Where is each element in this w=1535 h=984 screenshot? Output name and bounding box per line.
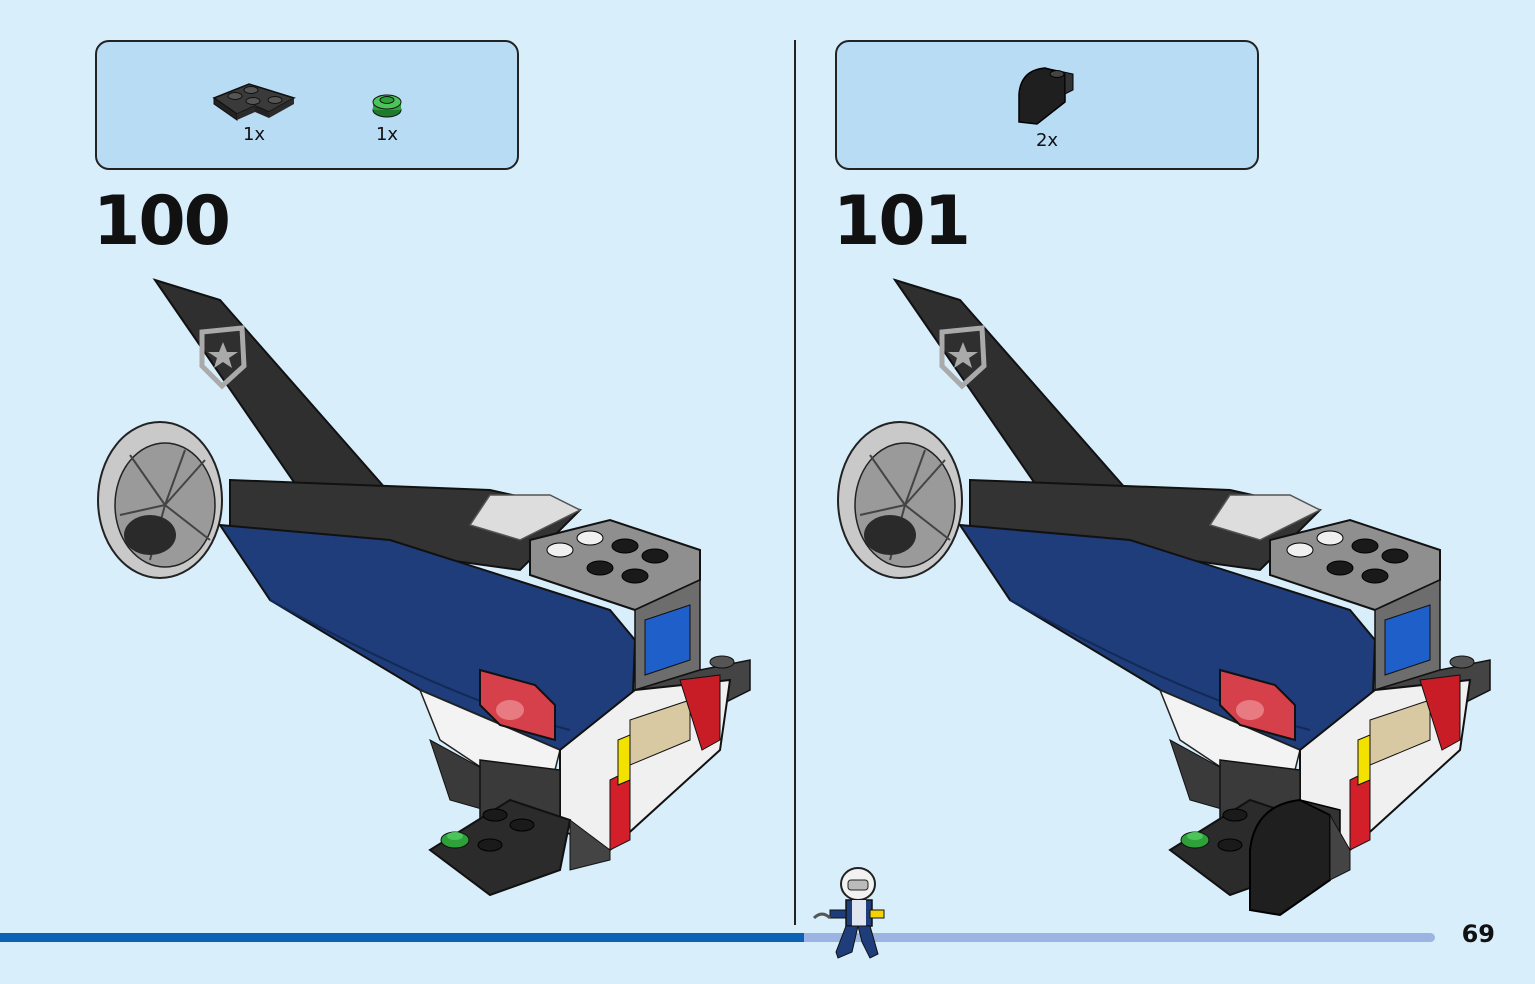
parts-callout-step-101: 2x [835,40,1259,170]
part-round-plate: 1x [367,88,407,145]
black-curved-slope-icon [1018,67,1074,125]
progress-fill [0,933,804,942]
green-round-plate-icon [372,94,402,118]
step-number: 100 [93,182,231,261]
dark-grey-corner-plate-icon [212,83,296,121]
part-qty: 1x [242,124,266,145]
police-minifigure-icon [812,867,885,959]
page-number: 69 [1461,920,1495,948]
parts-callout-step-100: 1x 1x [95,40,519,170]
part-qty: 1x [375,124,399,145]
part-qty: 2x [1035,130,1059,151]
part-curved-slope: 2x [1007,62,1087,151]
police-jet-model-step-100 [97,278,751,897]
step-divider [794,40,796,925]
part-corner-plate: 1x [209,72,299,145]
police-jet-model-step-101 [837,278,1491,917]
step-number: 101 [833,182,971,261]
